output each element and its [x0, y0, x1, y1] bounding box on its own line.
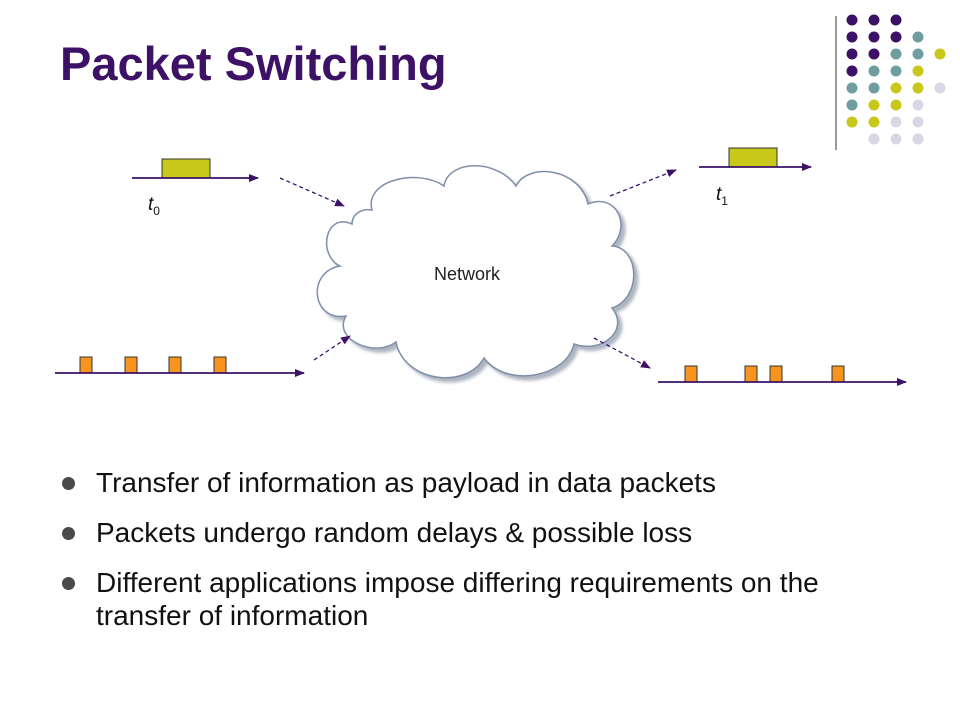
large-packet-t1 — [728, 147, 778, 168]
bullet-text: Different applications impose differing … — [96, 567, 819, 631]
bullet-text: Packets undergo random delays & possible… — [96, 517, 693, 548]
bullet-item: Different applications impose differing … — [60, 566, 920, 632]
decorative-dot-grid — [846, 14, 946, 145]
flow-arrow-out-bottom — [593, 337, 651, 369]
small-packet — [769, 365, 783, 383]
small-packet — [744, 365, 758, 383]
flow-arrow-in-top — [279, 177, 345, 207]
network-cloud — [316, 165, 635, 379]
bullet-dot-icon — [62, 477, 75, 490]
small-packets-input — [79, 356, 227, 374]
small-packet — [168, 356, 182, 374]
bullet-dot-icon — [62, 577, 75, 590]
bullet-item: Transfer of information as payload in da… — [60, 466, 920, 499]
bullet-dot-icon — [62, 527, 75, 540]
small-packet — [79, 356, 93, 374]
small-packet — [831, 365, 845, 383]
flow-arrows — [279, 169, 677, 369]
slide-title: Packet Switching — [60, 37, 447, 90]
flow-arrow-in-bottom — [313, 335, 351, 361]
small-packets-output — [684, 365, 845, 383]
small-packet — [684, 365, 698, 383]
flow-arrow-out-top — [609, 169, 677, 197]
label-t1: t1 — [716, 184, 728, 208]
bullet-text: Transfer of information as payload in da… — [96, 467, 716, 498]
bullet-item: Packets undergo random delays & possible… — [60, 516, 920, 549]
large-packet-t0 — [161, 158, 211, 179]
bullet-list: Transfer of information as payload in da… — [60, 466, 920, 649]
label-t0: t0 — [148, 194, 160, 218]
small-packet — [213, 356, 227, 374]
small-packet — [124, 356, 138, 374]
network-label: Network — [434, 264, 501, 284]
